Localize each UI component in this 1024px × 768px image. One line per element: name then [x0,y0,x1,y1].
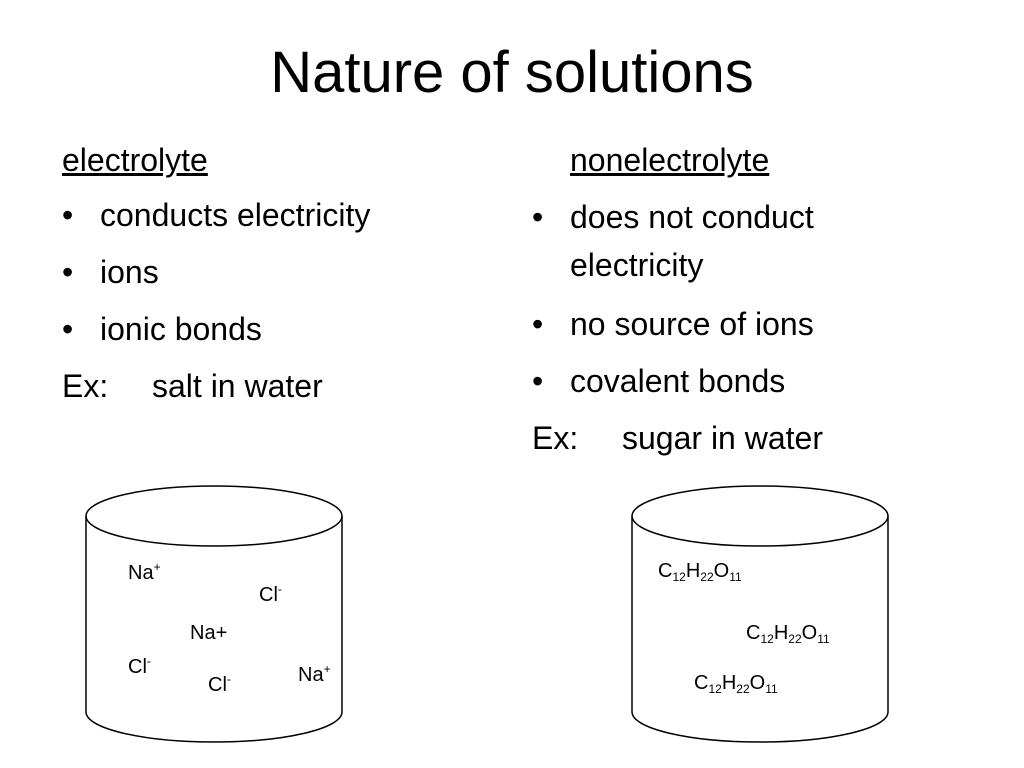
list-item: •no source of ions [532,302,972,346]
bullet-icon: • [62,254,74,290]
cylinder-icon [85,485,343,743]
bullet-icon: • [62,311,74,347]
cylinder-icon [631,485,889,743]
sucrose-label: C12H22O11 [694,672,778,696]
example-text: sugar in water [622,420,823,456]
example-label: Ex: [532,420,579,456]
example-label: Ex: [62,368,109,404]
list-item: •covalent bonds [532,359,972,403]
nonelectrolyte-column: nonelectrolyte •does not conduct electri… [532,140,972,460]
bullet-icon: • [62,197,74,233]
ion-label: Cl- [208,672,231,696]
list-item: •conducts electricity [62,193,482,237]
electrolyte-heading: electrolyte [62,142,208,178]
bullet-icon: • [532,306,544,342]
bullet-icon: • [532,363,544,399]
electrolyte-example: Ex: salt in water [62,364,482,408]
list-item: •ionic bonds [62,307,482,351]
list-item: •does not conduct electricity [532,193,910,289]
nonelectrolyte-list: •does not conduct electricity •no source… [532,193,972,403]
ion-label: Na+ [190,622,228,644]
sucrose-label: C12H22O11 [658,560,742,584]
list-item: •ions [62,250,482,294]
slide-title: Nature of solutions [270,40,754,105]
electrolyte-column: electrolyte •conducts electricity •ions … [62,140,482,408]
bullet-icon: • [532,199,544,235]
ion-label: Na+ [128,560,161,584]
salt-water-container: Na+ Cl- Na+ Cl- Cl- Na+ [84,484,344,746]
ion-label: Cl- [128,654,151,678]
nonelectrolyte-heading: nonelectrolyte [570,142,770,178]
sugar-water-container: C12H22O11 C12H22O11 C12H22O11 [630,484,890,746]
ion-label: Cl- [259,582,282,606]
electrolyte-list: •conducts electricity •ions •ionic bonds [62,193,482,351]
example-text: salt in water [152,368,323,404]
nonelectrolyte-example: Ex: sugar in water [532,416,972,460]
ion-label: Na+ [298,662,331,686]
sucrose-label: C12H22O11 [746,622,830,646]
